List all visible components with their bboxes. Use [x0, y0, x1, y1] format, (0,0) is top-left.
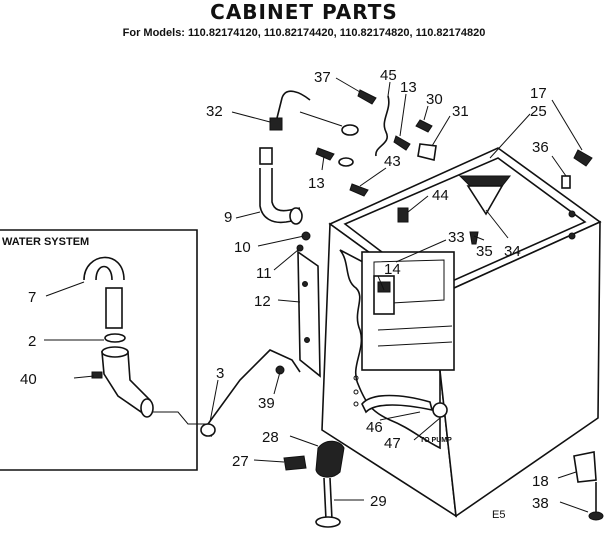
water-system-label: WATER SYSTEM: [2, 236, 89, 248]
callout-label: 47: [384, 435, 401, 452]
tube-part: [105, 287, 123, 329]
callout-label: 18: [532, 473, 549, 490]
callout-label: 12: [254, 293, 271, 310]
ring-part: [104, 333, 126, 343]
callout-label: 9: [224, 209, 232, 226]
models-subtitle: For Models: 110.82174120, 110.82174420, …: [123, 27, 486, 39]
page-title: CABINET PARTS: [210, 0, 398, 24]
callout-label: 29: [370, 493, 387, 510]
callout-label: 14: [384, 261, 401, 278]
inlet-tube-part: [259, 147, 311, 252]
callout-label: 31: [452, 103, 469, 120]
clip-27-part: [283, 455, 307, 471]
callout-label: 32: [206, 103, 223, 120]
callout-label: 30: [426, 91, 443, 108]
to-pump-label: TO PUMP: [420, 437, 452, 444]
callout-label: 39: [258, 395, 275, 412]
callout-label: 38: [532, 495, 549, 512]
callout-label: 33: [448, 229, 465, 246]
callout-label: 25: [530, 103, 547, 120]
lower-small-parts: [200, 349, 604, 528]
callout-label: 13: [308, 175, 325, 192]
knob-28-part: [315, 440, 345, 478]
callout-label: 28: [262, 429, 279, 446]
callout-label: 27: [232, 453, 249, 470]
drain-hose-part: [361, 394, 434, 414]
callout-label: 36: [532, 139, 549, 156]
callout-label: 13: [400, 79, 417, 96]
water-system-inset: WATER SYSTEM: [0, 229, 208, 471]
callout-label: 17: [530, 85, 547, 102]
hose-32-part: [275, 90, 311, 123]
bracket-18-part: [573, 451, 597, 483]
callout-label: 44: [432, 187, 449, 204]
callout-label: 7: [28, 289, 36, 306]
callout-label: 10: [234, 239, 251, 256]
callout-label: 46: [366, 419, 383, 436]
corner-code: E5: [492, 509, 505, 521]
callout-label: 34: [504, 243, 521, 260]
callout-label: 2: [28, 333, 36, 350]
cabinet-body: [321, 147, 602, 518]
callout-label: 37: [314, 69, 331, 86]
callout-label: 45: [380, 67, 397, 84]
callout-label: 43: [384, 153, 401, 170]
leader-lines: [44, 77, 589, 513]
callout-label: 35: [476, 243, 493, 260]
callout-label: 3: [216, 365, 224, 382]
upper-small-parts: [269, 89, 593, 245]
side-panel-part: [297, 250, 321, 378]
callout-label: 40: [20, 371, 37, 388]
hose-part: [83, 256, 125, 281]
callout-label: 11: [256, 265, 272, 282]
callout-labels: 32 37 45 13 30 31 17 25 36 13 43 44 9 10…: [20, 67, 549, 512]
